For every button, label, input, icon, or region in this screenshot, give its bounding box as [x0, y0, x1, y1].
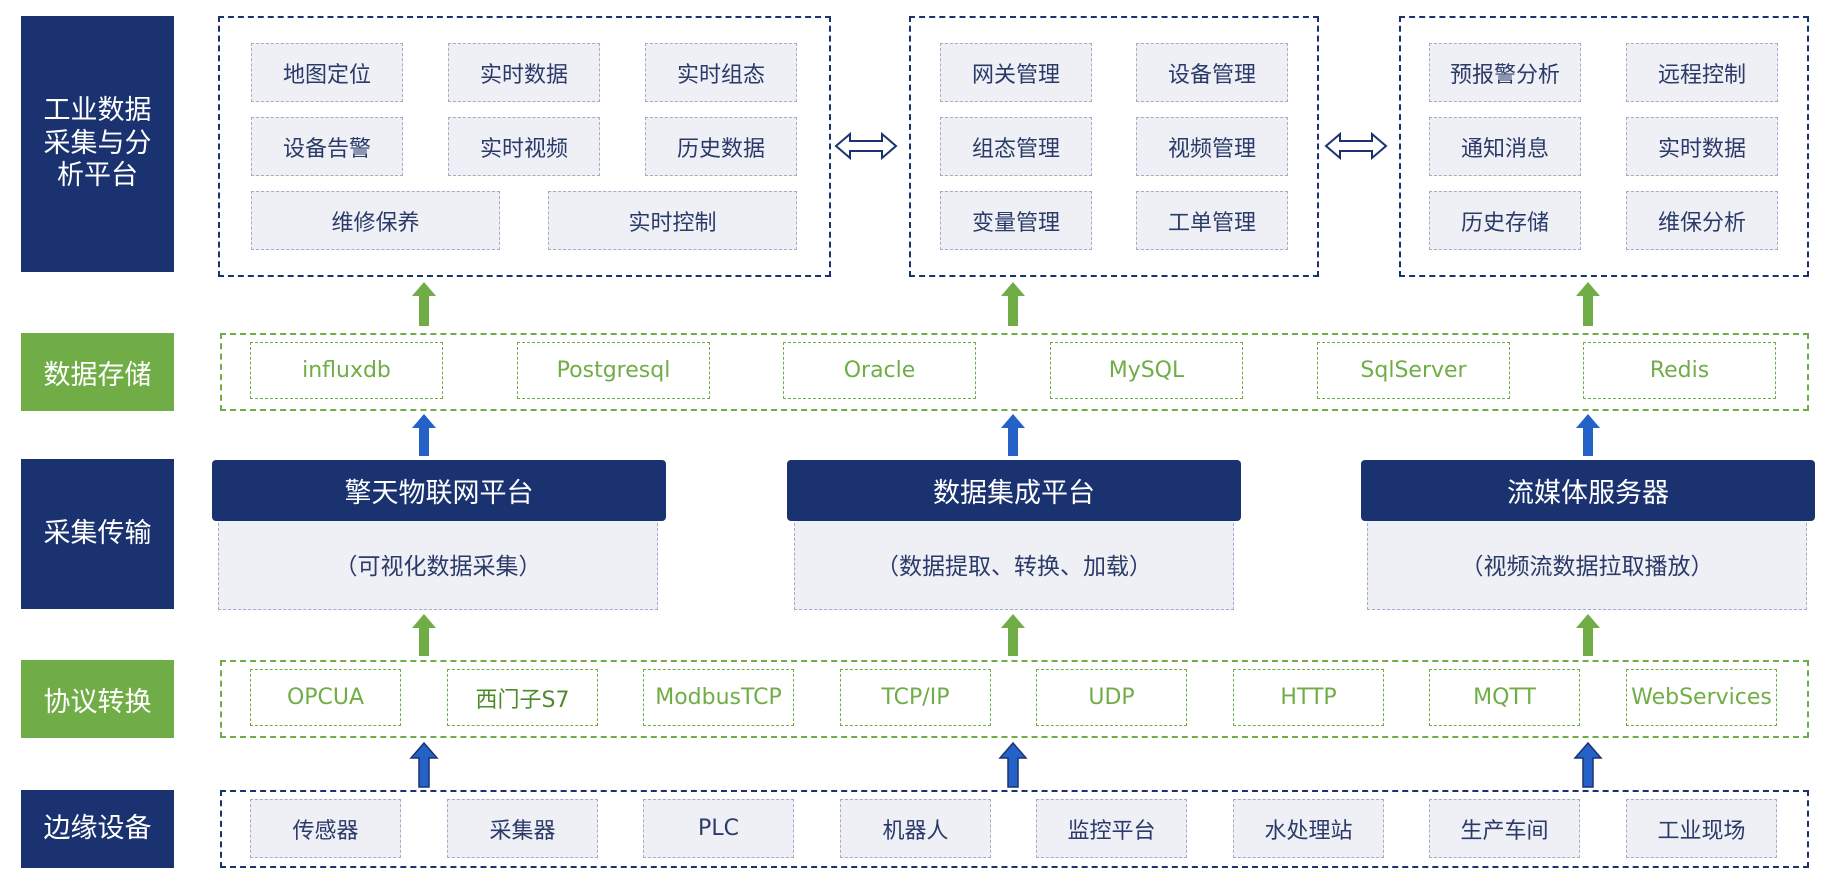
up-arrow-icon	[1001, 282, 1025, 326]
up-arrow-icon	[412, 414, 436, 456]
app-cell: 视频管理	[1136, 117, 1288, 176]
storage-item: influxdb	[250, 342, 443, 399]
platform-title: 擎天物联网平台	[212, 460, 666, 521]
edge-device: 水处理站	[1233, 799, 1384, 858]
protocol-frame	[220, 660, 1809, 738]
app-cell: 实时组态	[645, 43, 797, 102]
platform-desc: （视频流数据拉取播放）	[1367, 518, 1807, 610]
storage-item: Oracle	[783, 342, 976, 399]
app-cell: 工单管理	[1136, 191, 1288, 250]
platform-desc: （数据提取、转换、加载）	[794, 518, 1234, 610]
up-arrow-icon	[1001, 614, 1025, 656]
app-cell: 历史数据	[645, 117, 797, 176]
platform-title: 流媒体服务器	[1361, 460, 1815, 521]
app-cell: 维保分析	[1626, 191, 1778, 250]
app-cell: 实时数据	[448, 43, 600, 102]
edge-device: 生产车间	[1429, 799, 1580, 858]
protocol-item: OPCUA	[250, 669, 401, 726]
app-cell: 历史存储	[1429, 191, 1581, 250]
up-arrow-icon	[1001, 414, 1025, 456]
layer-label-collection: 采集传输	[21, 459, 174, 609]
app-group-3	[1399, 16, 1809, 277]
app-cell: 实时视频	[448, 117, 600, 176]
app-cell: 维修保养	[251, 191, 500, 250]
up-arrow-icon	[409, 741, 439, 788]
protocol-item: WebServices	[1626, 669, 1777, 726]
edge-frame	[220, 790, 1809, 868]
up-arrow-icon	[1576, 614, 1600, 656]
protocol-item: TCP/IP	[840, 669, 991, 726]
edge-device: 传感器	[250, 799, 401, 858]
layer-label-storage: 数据存储	[21, 333, 174, 411]
app-cell: 实时控制	[548, 191, 797, 250]
up-arrow-icon	[1573, 741, 1603, 788]
app-cell: 地图定位	[251, 43, 403, 102]
app-cell: 网关管理	[940, 43, 1092, 102]
storage-frame	[220, 333, 1809, 411]
edge-device: 机器人	[840, 799, 991, 858]
up-arrow-icon	[1576, 282, 1600, 326]
edge-device: 监控平台	[1036, 799, 1187, 858]
app-cell: 远程控制	[1626, 43, 1778, 102]
platform-title: 数据集成平台	[787, 460, 1241, 521]
app-group-2	[909, 16, 1319, 277]
protocol-item: HTTP	[1233, 669, 1384, 726]
app-group-1	[218, 16, 831, 277]
app-cell: 实时数据	[1626, 117, 1778, 176]
edge-device: PLC	[643, 799, 794, 858]
platform-desc: （可视化数据采集）	[218, 518, 658, 610]
app-cell: 设备管理	[1136, 43, 1288, 102]
up-arrow-icon	[412, 614, 436, 656]
storage-item: SqlServer	[1317, 342, 1510, 399]
protocol-item: 西门子S7	[447, 669, 598, 726]
bidirectional-arrow-icon	[1324, 131, 1388, 161]
storage-item: Postgresql	[517, 342, 710, 399]
layer-label-analytics: 工业数据采集与分析平台	[21, 16, 174, 272]
up-arrow-icon	[412, 282, 436, 326]
app-cell: 设备告警	[251, 117, 403, 176]
up-arrow-icon	[998, 741, 1028, 788]
layer-label-protocol: 协议转换	[21, 660, 174, 738]
up-arrow-icon	[1576, 414, 1600, 456]
storage-item: MySQL	[1050, 342, 1243, 399]
bidirectional-arrow-icon	[834, 131, 898, 161]
app-cell: 通知消息	[1429, 117, 1581, 176]
app-cell: 组态管理	[940, 117, 1092, 176]
edge-device: 采集器	[447, 799, 598, 858]
layer-label-edge: 边缘设备	[21, 790, 174, 868]
protocol-item: UDP	[1036, 669, 1187, 726]
app-cell: 预报警分析	[1429, 43, 1581, 102]
app-cell: 变量管理	[940, 191, 1092, 250]
protocol-item: ModbusTCP	[643, 669, 794, 726]
storage-item: Redis	[1583, 342, 1776, 399]
protocol-item: MQTT	[1429, 669, 1580, 726]
edge-device: 工业现场	[1626, 799, 1777, 858]
